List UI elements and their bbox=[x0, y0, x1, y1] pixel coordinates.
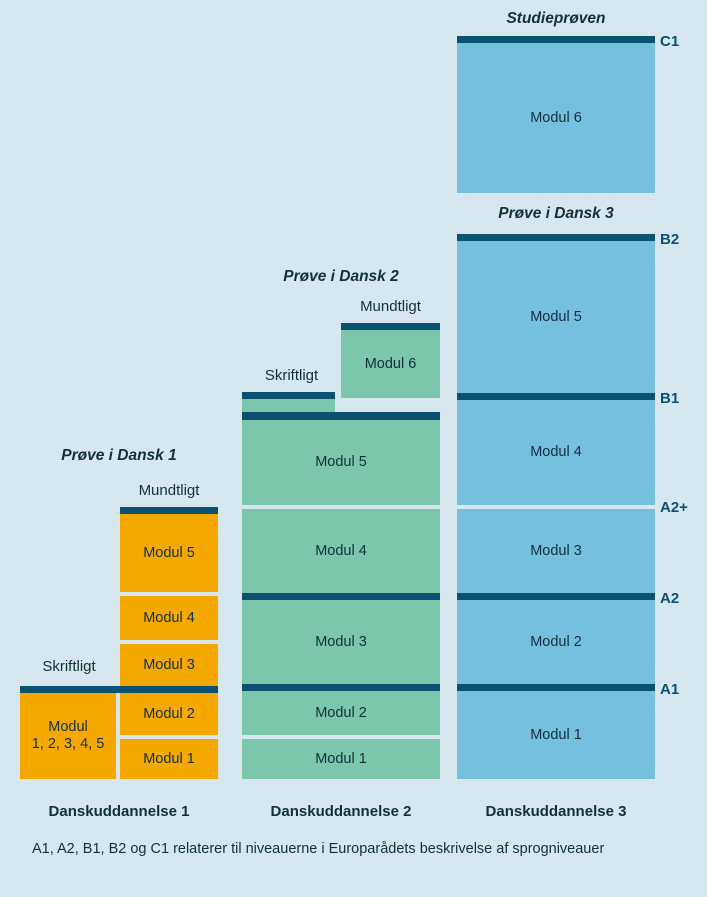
level-bar-b1 bbox=[457, 393, 655, 400]
module-c1-mundtligt-modul5: Modul 5 bbox=[120, 514, 218, 592]
level-bar-c2-a1 bbox=[242, 684, 440, 691]
track-bar-c2-mundtligt bbox=[341, 323, 440, 330]
module-c3-modul1: Modul 1 bbox=[457, 691, 655, 779]
level-label-c1: C1 bbox=[660, 33, 680, 50]
module-c2-modul4: Modul 4 bbox=[242, 509, 440, 593]
track-label-c1-skriftligt: Skriftligt bbox=[42, 658, 96, 675]
exam-label-studiepr\u00f8ven: Studieprøven bbox=[506, 10, 606, 27]
level-label-a1: A1 bbox=[660, 681, 680, 698]
exam-label-pr\u00f8ve-i-dansk-3: Prøve i Dansk 3 bbox=[498, 205, 614, 222]
level-bar-b2 bbox=[457, 234, 655, 241]
module-c2-modul5: Modul 5 bbox=[242, 420, 440, 505]
level-bar-a1 bbox=[457, 684, 655, 691]
exam-label-pr\u00f8ve-i-dansk-2: Prøve i Dansk 2 bbox=[283, 268, 399, 285]
track-bar-c2-skriftligt bbox=[242, 392, 335, 399]
level-label-a2plus: A2+ bbox=[660, 499, 688, 516]
module-c3-modul4: Modul 4 bbox=[457, 400, 655, 505]
column-name-danskuddannelse-3: Danskuddannelse 3 bbox=[485, 803, 627, 820]
module-c2-skriftligt-stub bbox=[242, 399, 335, 412]
track-label-c2-skriftligt: Skriftligt bbox=[264, 367, 319, 384]
level-bar-c2-a2 bbox=[242, 593, 440, 600]
module-c3-modul3: Modul 3 bbox=[457, 509, 655, 593]
footnote-cefr: A1, A2, B1, B2 og C1 relaterer til nivea… bbox=[32, 841, 605, 857]
module-c2-modul1: Modul 1 bbox=[242, 739, 440, 779]
module-c1-mundtligt-modul2: Modul 2 bbox=[120, 693, 218, 735]
level-bar-c2-b1 bbox=[242, 412, 440, 420]
exam-label-pr\u00f8ve-i-dansk-1: Prøve i Dansk 1 bbox=[61, 447, 177, 464]
module-c2-modul3: Modul 3 bbox=[242, 600, 440, 684]
track-bar-c1-mundtligt bbox=[120, 507, 218, 514]
module-c1-mundtligt-modul1: Modul 1 bbox=[120, 739, 218, 779]
module-c3-modul2: Modul 2 bbox=[457, 600, 655, 684]
track-bar-c1-skriftligt bbox=[20, 686, 218, 693]
module-c3-modul6: Modul 6 bbox=[457, 43, 655, 193]
track-label-c1-mundtligt: Mundtligt bbox=[138, 482, 200, 499]
level-bar-a2 bbox=[457, 593, 655, 600]
module-c2-modul2: Modul 2 bbox=[242, 691, 440, 735]
level-bar-a2plus bbox=[457, 505, 655, 509]
level-bar-c1 bbox=[457, 36, 655, 43]
level-label-b2: B2 bbox=[660, 231, 680, 248]
module-c1-mundtligt-modul4: Modul 4 bbox=[120, 596, 218, 640]
level-label-b1: B1 bbox=[660, 390, 680, 407]
column-name-danskuddannelse-1: Danskuddannelse 1 bbox=[48, 803, 190, 820]
module-c2-modul6: Modul 6 bbox=[341, 330, 440, 398]
module-c3-modul5: Modul 5 bbox=[457, 241, 655, 393]
module-c1-skriftligt-modul12345: Modul 1, 2, 3, 4, 5 bbox=[20, 693, 116, 779]
track-label-c2-mundtligt: Mundtligt bbox=[360, 298, 421, 315]
column-name-danskuddannelse-2: Danskuddannelse 2 bbox=[270, 803, 412, 820]
module-c1-mundtligt-modul3: Modul 3 bbox=[120, 644, 218, 686]
level-label-a2: A2 bbox=[660, 590, 680, 607]
